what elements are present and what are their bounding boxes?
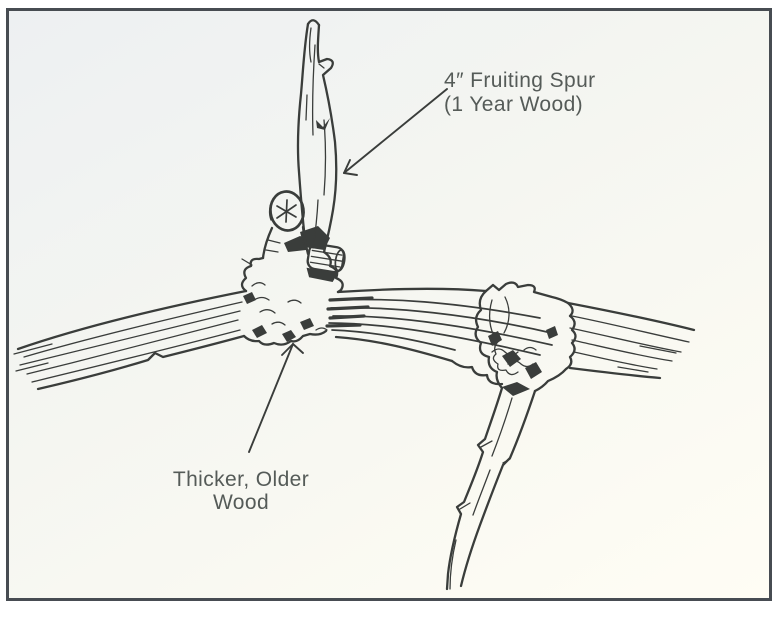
old-wood-cane-left bbox=[13, 289, 248, 391]
older-wood-label-line2: Wood bbox=[212, 491, 270, 514]
old-wood-cane-far-right bbox=[566, 301, 696, 380]
fruiting-spur-label: 4″ Fruiting Spur (1 Year Wood) bbox=[444, 69, 596, 117]
cut-stub-asterisk bbox=[261, 190, 312, 260]
descending-branch bbox=[445, 382, 537, 591]
fruiting-spur-label-line2: (1 Year Wood) bbox=[444, 93, 584, 116]
fruiting-spur bbox=[296, 19, 338, 254]
older-wood-label-line1: Thicker, Older bbox=[172, 468, 310, 491]
figure-frame bbox=[6, 8, 772, 601]
cut-stub-cylinder bbox=[306, 243, 346, 282]
fruiting-spur-label-line1: 4″ Fruiting Spur bbox=[444, 69, 596, 92]
older-wood-label: Thicker, Older Wood bbox=[160, 468, 322, 514]
central-knot bbox=[240, 250, 344, 346]
right-knot bbox=[450, 281, 577, 393]
fruiting-spur-arrow bbox=[343, 88, 448, 176]
older-wood-arrow bbox=[248, 343, 304, 453]
old-wood-cane-right bbox=[325, 287, 557, 363]
